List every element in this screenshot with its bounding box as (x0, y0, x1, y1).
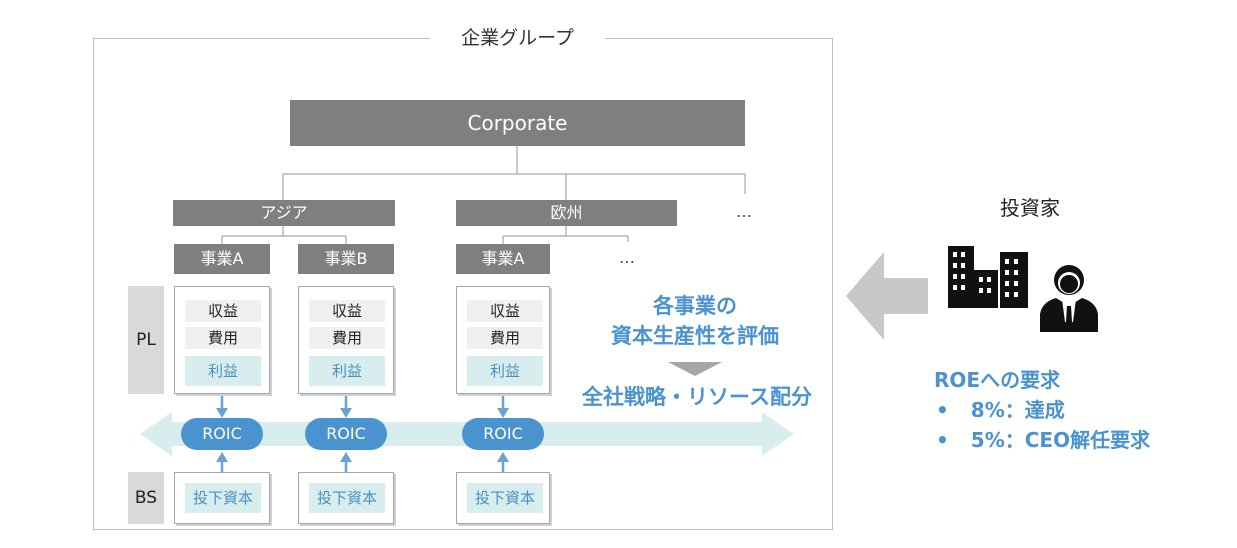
business-europe-a-box: 事業A (456, 244, 550, 274)
corporate-box: Corporate (290, 100, 745, 146)
profit-cell: 利益 (185, 356, 261, 386)
pl-statement-asia-a: 収益 費用 利益 (174, 286, 270, 394)
roe-bullet-2-text: 5%：CEO解任要求 (970, 428, 1151, 452)
business-asia-a-box: 事業A (174, 244, 270, 274)
bs-statement-asia-a: 投下資本 (174, 472, 270, 524)
pl-statement-asia-b: 収益 費用 利益 (298, 286, 394, 394)
revenue-cell: 収益 (467, 300, 543, 322)
roic-pill-europe-a: ROIC (462, 418, 544, 450)
cost-cell: 費用 (185, 327, 261, 349)
evaluation-line-2: 資本生産性を評価 (611, 324, 779, 348)
businessperson-icon (1040, 265, 1098, 332)
bullet-mark: • (936, 428, 949, 452)
region-asia-box: アジア (173, 200, 395, 226)
profit-cell: 利益 (309, 356, 385, 386)
company-group-title: 企業グループ (430, 24, 605, 52)
investor-left-arrow (846, 252, 928, 340)
region-europe-box: 欧州 (456, 200, 677, 226)
roe-requirement-title: ROEへの要求 (934, 368, 1061, 392)
evaluation-line-1: 各事業の (653, 294, 737, 318)
pl-label: PL (128, 286, 164, 394)
office-buildings-icon (948, 246, 1028, 308)
bullet-mark: • (936, 398, 949, 422)
cost-cell: 費用 (309, 327, 385, 349)
roe-bullet-1: • 8%：達成 (936, 394, 1065, 423)
bs-statement-asia-b: 投下資本 (298, 472, 394, 524)
hierarchy-connectors (221, 146, 746, 244)
invested-capital-cell: 投下資本 (309, 483, 385, 513)
bs-label: BS (128, 472, 164, 524)
business-more-ellipsis: … (619, 248, 635, 267)
pl-statement-europe-a: 収益 費用 利益 (456, 286, 550, 394)
revenue-cell: 収益 (309, 300, 385, 322)
region-more-ellipsis: … (736, 202, 752, 221)
evaluation-line-3: 全社戦略・リソース配分 (582, 385, 812, 409)
roe-bullet-1-text: 8%：達成 (970, 398, 1065, 422)
roe-bullet-2: • 5%：CEO解任要求 (936, 424, 1150, 453)
invested-capital-cell: 投下資本 (467, 483, 543, 513)
invested-capital-cell: 投下資本 (185, 483, 261, 513)
roic-pill-asia-b: ROIC (305, 418, 387, 450)
business-asia-b-box: 事業B (298, 244, 394, 274)
roic-pill-asia-a: ROIC (181, 418, 263, 450)
investor-label: 投資家 (1000, 196, 1060, 220)
profit-cell: 利益 (467, 356, 543, 386)
revenue-cell: 収益 (185, 300, 261, 322)
bs-statement-europe-a: 投下資本 (456, 472, 550, 524)
evaluation-down-arrow (668, 362, 722, 376)
cost-cell: 費用 (467, 327, 543, 349)
